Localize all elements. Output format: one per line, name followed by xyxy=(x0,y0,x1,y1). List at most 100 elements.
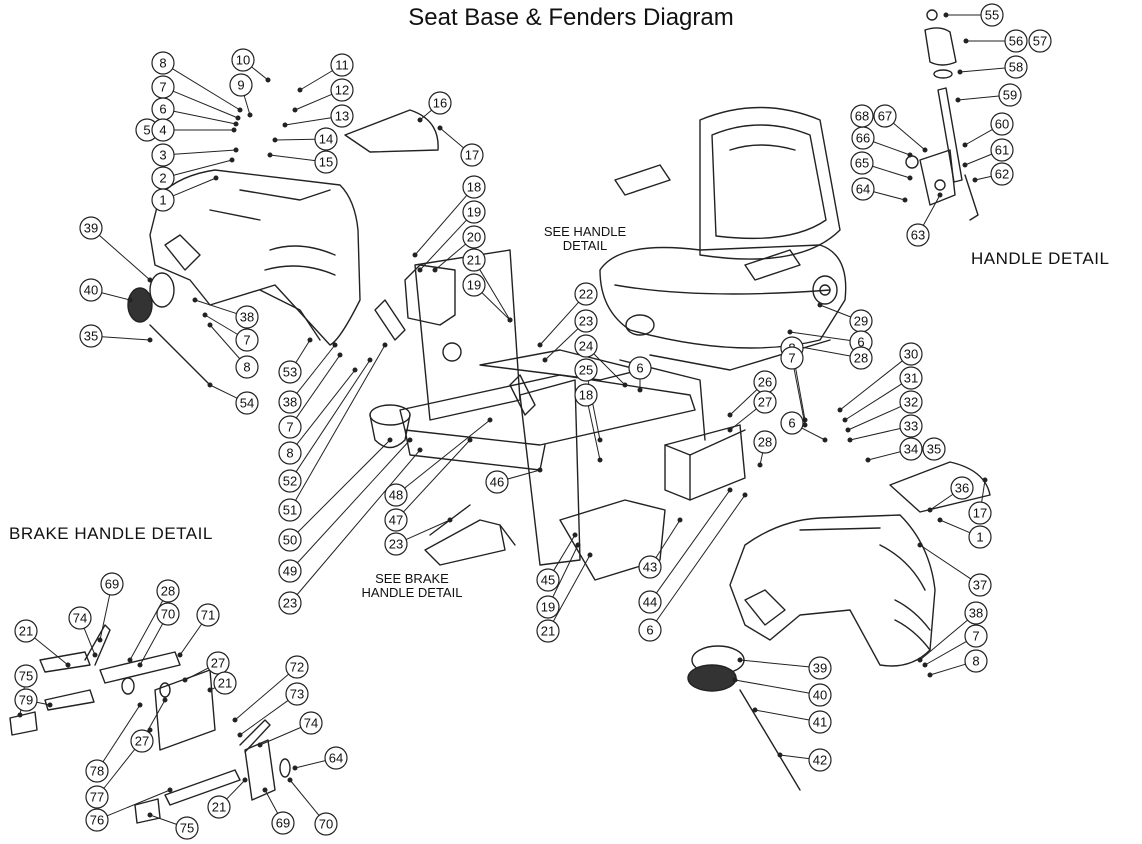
callout-bubble xyxy=(213,671,237,695)
callout-28: 28 xyxy=(156,579,180,603)
callout-number: 29 xyxy=(854,314,868,329)
callout-8: 8 xyxy=(278,441,302,465)
leader-line-17 xyxy=(439,127,464,149)
leader-arrowhead xyxy=(847,437,853,443)
callout-number: 59 xyxy=(1003,88,1017,103)
leader-line-46 xyxy=(507,469,541,480)
callout-59: 59 xyxy=(998,83,1022,107)
leader-arrowhead xyxy=(147,727,153,733)
callout-bubble xyxy=(278,390,302,414)
callout-bubble xyxy=(156,602,180,626)
callout-bubble xyxy=(151,51,175,75)
callout-bubble xyxy=(278,559,302,583)
callout-bubble xyxy=(460,143,484,167)
callout-number: 5 xyxy=(143,123,150,138)
leader-arrowhead xyxy=(297,87,303,93)
leader-line-39 xyxy=(98,234,151,281)
callout-number: 38 xyxy=(240,310,254,325)
callout-number: 23 xyxy=(579,314,593,329)
callout-41: 41 xyxy=(808,710,832,734)
callout-number: 21 xyxy=(19,624,33,639)
leader-arrowhead xyxy=(537,342,543,348)
callout-77: 77 xyxy=(85,785,109,809)
callout-number: 12 xyxy=(335,83,349,98)
callout-number: 64 xyxy=(329,751,343,766)
callout-bubble xyxy=(964,624,988,648)
leader-arrowhead xyxy=(817,302,823,308)
cable-right xyxy=(739,689,801,791)
callout-74: 74 xyxy=(299,711,323,735)
callout-bubble xyxy=(899,342,923,366)
callout-number: 21 xyxy=(218,676,232,691)
callout-6: 6 xyxy=(628,356,652,380)
leader-line-38 xyxy=(296,344,336,394)
callout-32: 32 xyxy=(899,390,923,414)
handle-detail-label: HANDLE DETAIL xyxy=(971,249,1110,268)
callout-bubble xyxy=(85,759,109,783)
callout-bubble xyxy=(85,808,109,832)
leader-line-7 xyxy=(793,368,806,426)
callout-bubble xyxy=(899,437,923,461)
leader-arrowhead xyxy=(752,707,758,713)
callout-23: 23 xyxy=(278,591,302,615)
leader-line-10 xyxy=(251,66,269,81)
leader-line-42 xyxy=(779,754,810,760)
callout-number: 18 xyxy=(579,388,593,403)
callout-bubble xyxy=(100,572,124,596)
callout-number: 35 xyxy=(84,329,98,344)
callout-bubble xyxy=(536,568,560,592)
callout-number: 70 xyxy=(319,817,333,832)
callout-bubble xyxy=(462,273,486,297)
callout-number: 48 xyxy=(389,488,403,503)
leader-line-20 xyxy=(434,243,466,271)
callout-71: 71 xyxy=(196,603,220,627)
leader-arrowhead xyxy=(922,662,928,668)
leader-line-62 xyxy=(974,175,992,181)
callout-bubble xyxy=(968,525,992,549)
leader-arrowhead xyxy=(907,175,913,181)
battery-drawing xyxy=(664,424,746,501)
leader-line-7 xyxy=(295,354,341,419)
callout-bubble xyxy=(79,216,103,240)
callout-bubble xyxy=(899,414,923,438)
callout-15: 15 xyxy=(314,150,338,174)
callout-number: 23 xyxy=(389,537,403,552)
leader-arrowhead xyxy=(147,337,153,343)
leader-arrowhead xyxy=(417,267,423,273)
callout-31: 31 xyxy=(899,366,923,390)
callout-2: 2 xyxy=(151,166,175,190)
callout-1: 1 xyxy=(968,525,992,549)
callout-bubble xyxy=(899,366,923,390)
callout-bubble xyxy=(536,595,560,619)
leader-arrowhead xyxy=(447,517,453,523)
guard-plate-16 xyxy=(344,109,439,153)
callout-61: 61 xyxy=(990,138,1014,162)
callout-bubble xyxy=(990,162,1014,186)
callout-14: 14 xyxy=(314,127,338,151)
callout-bubble xyxy=(231,48,255,72)
callout-30: 30 xyxy=(899,342,923,366)
callout-bubble xyxy=(278,360,302,384)
callout-number: 6 xyxy=(159,102,166,117)
callout-number: 10 xyxy=(236,53,250,68)
leader-line-12 xyxy=(294,93,333,111)
callout-bubble xyxy=(851,177,875,201)
leader-arrowhead xyxy=(229,157,235,163)
callout-number: 69 xyxy=(105,577,119,592)
leader-line-69 xyxy=(264,789,279,814)
callout-number: 31 xyxy=(904,371,918,386)
callout-bubble xyxy=(628,356,652,380)
callout-49: 49 xyxy=(278,559,302,583)
callout-67: 67 xyxy=(873,104,897,128)
callout-63: 63 xyxy=(906,223,930,247)
leader-arrowhead xyxy=(865,457,871,463)
callout-number: 36 xyxy=(955,481,969,496)
callout-bubble xyxy=(235,355,259,379)
callout-27: 27 xyxy=(753,390,777,414)
callout-47: 47 xyxy=(384,508,408,532)
callout-73: 73 xyxy=(285,682,309,706)
note-line: SEE BRAKE xyxy=(375,571,449,586)
callout-48: 48 xyxy=(384,483,408,507)
callout-52: 52 xyxy=(278,469,302,493)
leader-line-24 xyxy=(593,353,626,386)
